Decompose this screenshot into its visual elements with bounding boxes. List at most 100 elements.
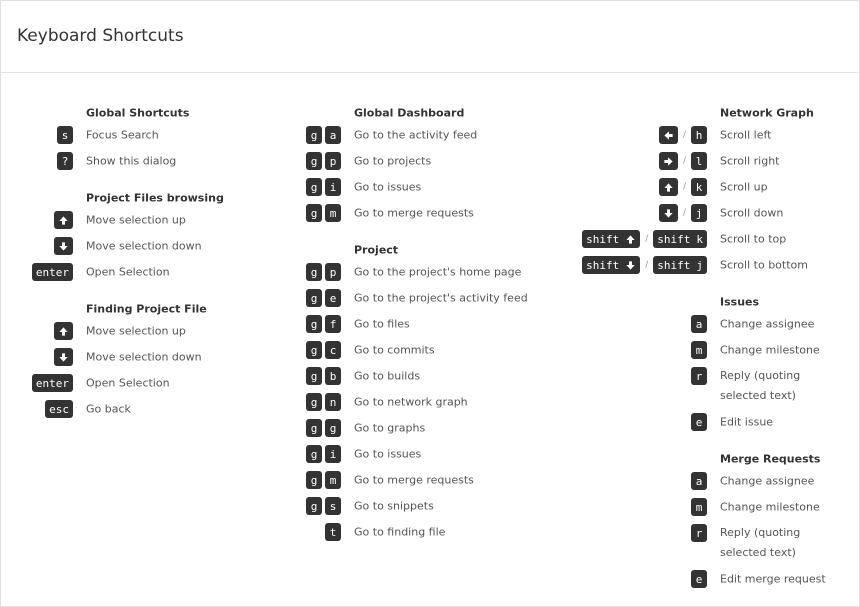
shortcut-description: Change milestone (720, 343, 820, 357)
shortcut-description: Show this dialog (86, 154, 177, 168)
shortcut-description: Change assignee (720, 474, 815, 488)
shortcut-description: Scroll right (720, 154, 780, 168)
arrow-up-icon (625, 234, 636, 245)
key: g (306, 178, 322, 196)
key: r (691, 524, 707, 542)
shortcut-description: Go to builds (354, 369, 421, 383)
shortcut-keys: a (691, 315, 707, 333)
key: g (306, 393, 322, 411)
key-arrow-down (658, 204, 678, 222)
key: m (691, 498, 707, 516)
shortcut-description: Change milestone (720, 500, 820, 514)
key-letter: k (696, 232, 703, 246)
key-separator: / (682, 182, 686, 192)
modal-header: Keyboard Shortcuts (1, 1, 859, 73)
section-title: Network Graph (720, 106, 814, 120)
key: ? (57, 152, 73, 170)
key: b (325, 367, 341, 385)
key: i (325, 178, 341, 196)
key: g (306, 471, 322, 489)
shortcut-description: Scroll up (720, 180, 768, 194)
key: g (306, 419, 322, 437)
key-arrow-up (658, 178, 678, 196)
section-title: Project Files browsing (86, 191, 224, 205)
shortcut-description: Open Selection (86, 376, 170, 390)
shortcut-description: Move selection down (86, 350, 202, 364)
shortcut-keys: a (691, 472, 707, 490)
key: h (691, 126, 707, 144)
shortcut-description: Reply (quoting selected text) (720, 369, 801, 402)
shortcut-keys (54, 322, 73, 340)
key-separator: / (645, 260, 649, 270)
key: g (306, 341, 322, 359)
shortcut-description: Go to graphs (354, 421, 426, 435)
shortcut-description: Go to files (354, 317, 410, 331)
key: g (306, 126, 322, 144)
arrow-right-icon (663, 156, 674, 167)
shortcut-description: Open Selection (86, 265, 170, 279)
shortcut-keys: ? (57, 152, 73, 170)
key: m (691, 341, 707, 359)
key: j (691, 204, 707, 222)
shortcut-keys: r (691, 524, 707, 542)
key: a (691, 472, 707, 490)
key: a (325, 126, 341, 144)
shortcut-keys: enter (31, 374, 73, 392)
key-separator: / (645, 234, 649, 244)
key: enter (31, 374, 73, 392)
shortcut-description: Go to merge requests (354, 473, 474, 487)
shortcut-description: Go to finding file (354, 525, 446, 539)
section-title: Project (354, 243, 399, 257)
shortcut-description: Move selection up (86, 324, 186, 338)
key: g (306, 497, 322, 515)
key: p (325, 263, 341, 281)
shortcut-keys: /k (658, 178, 707, 196)
key-letter: j (696, 258, 703, 272)
shortcut-description: Go to merge requests (354, 206, 474, 220)
shortcut-keys: /h (658, 126, 707, 144)
key: n (325, 393, 341, 411)
key: g (325, 419, 341, 437)
key-arrow-down (54, 348, 73, 366)
key: e (325, 289, 341, 307)
shortcut-description: Go to the activity feed (354, 128, 478, 142)
key: s (57, 126, 73, 144)
key: g (306, 204, 322, 222)
key: f (325, 315, 341, 333)
section-title: Global Dashboard (354, 106, 465, 120)
arrow-up-icon (663, 182, 674, 193)
key-arrow-down (54, 237, 73, 255)
shortcut-description: Move selection up (86, 213, 186, 227)
key: s (325, 497, 341, 515)
key: g (306, 152, 322, 170)
shortcut-description: Edit issue (720, 415, 774, 429)
key-shift-arrow: shift (582, 256, 641, 274)
shortcut-keys (54, 237, 73, 255)
shortcut-keys: e (691, 570, 707, 588)
arrow-left-icon (663, 130, 674, 141)
shortcut-description: Move selection down (86, 239, 202, 253)
shortcut-description: Scroll to bottom (720, 258, 808, 272)
key: esc (45, 400, 73, 418)
key: enter (31, 263, 73, 281)
key: p (325, 152, 341, 170)
key: l (691, 152, 707, 170)
section-title: Merge Requests (720, 452, 821, 466)
shift-label: shift (657, 232, 691, 246)
shortcut-keys (54, 211, 73, 229)
key-separator: / (682, 208, 686, 218)
key: k (691, 178, 707, 196)
key-arrow-up (54, 322, 73, 340)
